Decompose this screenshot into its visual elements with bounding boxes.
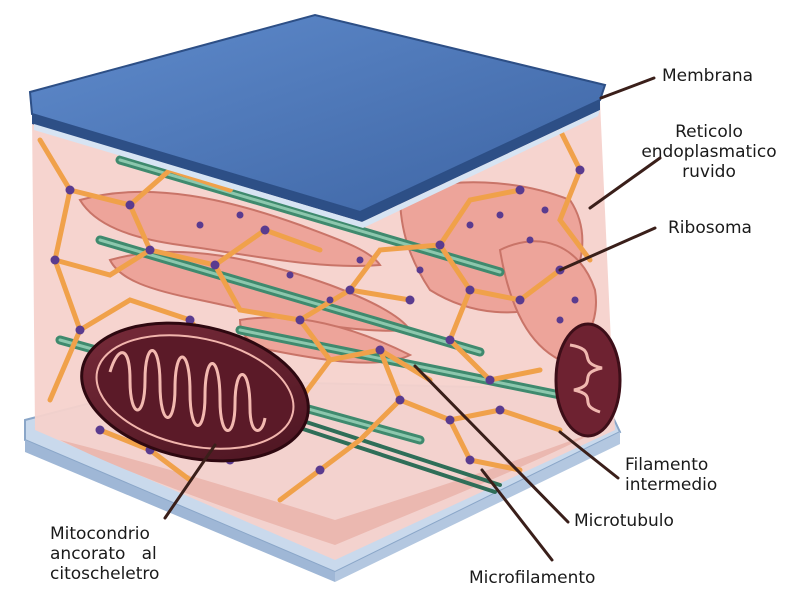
- label-mitocondrio-line-1: Mitocondrio: [50, 524, 159, 544]
- label-mitocondrio-line-3: citoscheletro: [50, 564, 159, 584]
- label-reticolo: Reticolo endoplasmatico ruvido: [620, 122, 798, 182]
- label-filamento: Filamento intermedio: [625, 455, 717, 495]
- leader-membrana: [601, 78, 654, 98]
- label-mitocondrio-line-2: ancorato al: [50, 544, 159, 564]
- label-microfilamento: Microfilamento: [469, 568, 595, 588]
- label-reticolo-line-3: ruvido: [620, 162, 798, 182]
- label-reticolo-line-1: Reticolo: [620, 122, 798, 142]
- label-ribosoma: Ribosoma: [668, 218, 752, 238]
- label-microtubulo: Microtubulo: [574, 511, 674, 531]
- label-filamento-line-2: intermedio: [625, 475, 717, 495]
- mitochondrion-end: [556, 324, 620, 436]
- label-mitocondrio: Mitocondrio ancorato al citoscheletro: [50, 524, 159, 584]
- label-reticolo-line-2: endoplasmatico: [620, 142, 798, 162]
- label-filamento-line-1: Filamento: [625, 455, 717, 475]
- label-membrana: Membrana: [662, 66, 753, 86]
